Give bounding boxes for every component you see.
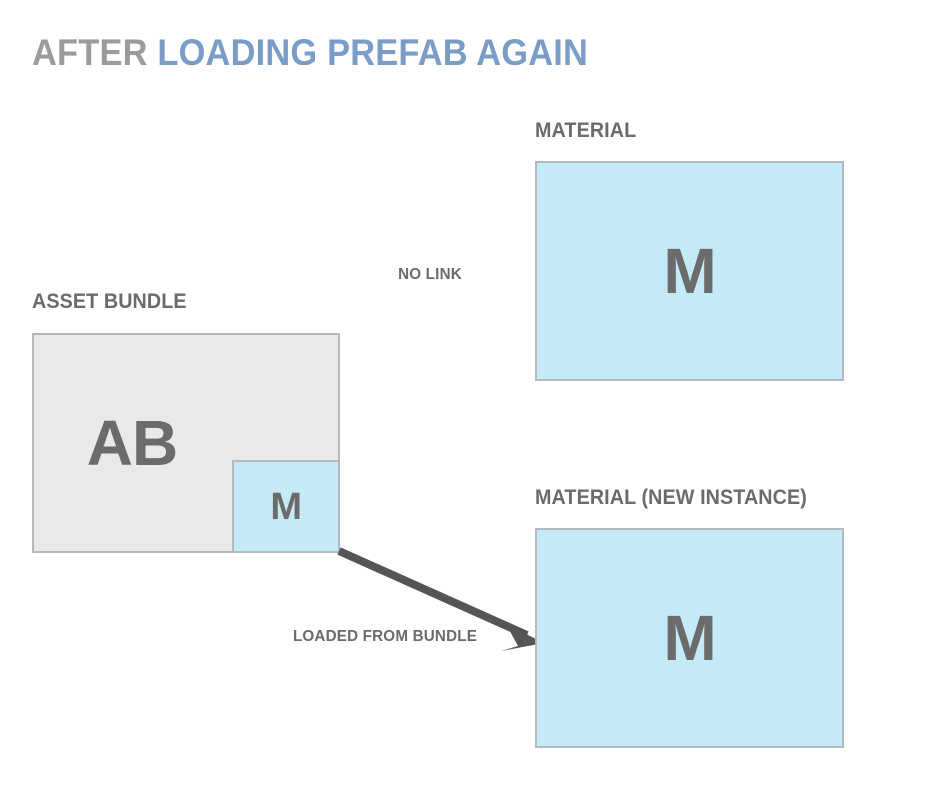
asset-bundle-node-glyph: AB <box>86 407 178 479</box>
page-title-highlight: LOADING PREFAB AGAIN <box>157 32 589 73</box>
new-material-node-glyph: M <box>663 602 716 674</box>
asset-bundle-node-label: ASSET BUNDLE <box>32 290 187 313</box>
loaded-from-bundle-annotation: LOADED FROM BUNDLE <box>292 628 478 645</box>
material-node-box: M <box>535 161 844 381</box>
no-link-annotation: NO LINK <box>398 266 462 283</box>
page-title: AFTER LOADING PREFAB AGAIN <box>32 30 588 76</box>
bundled-material-node-glyph: M <box>270 485 302 528</box>
new-material-node-label: MATERIAL (NEW INSTANCE) <box>535 486 807 509</box>
material-node-label: MATERIAL <box>535 119 637 142</box>
page-title-prefix: AFTER <box>32 32 158 73</box>
material-node-glyph: M <box>663 235 716 307</box>
new-material-node-box: M <box>535 528 844 748</box>
asset-bundle-glyph-wrapper: AB <box>32 333 232 553</box>
bundled-material-node-box: M <box>232 460 340 553</box>
